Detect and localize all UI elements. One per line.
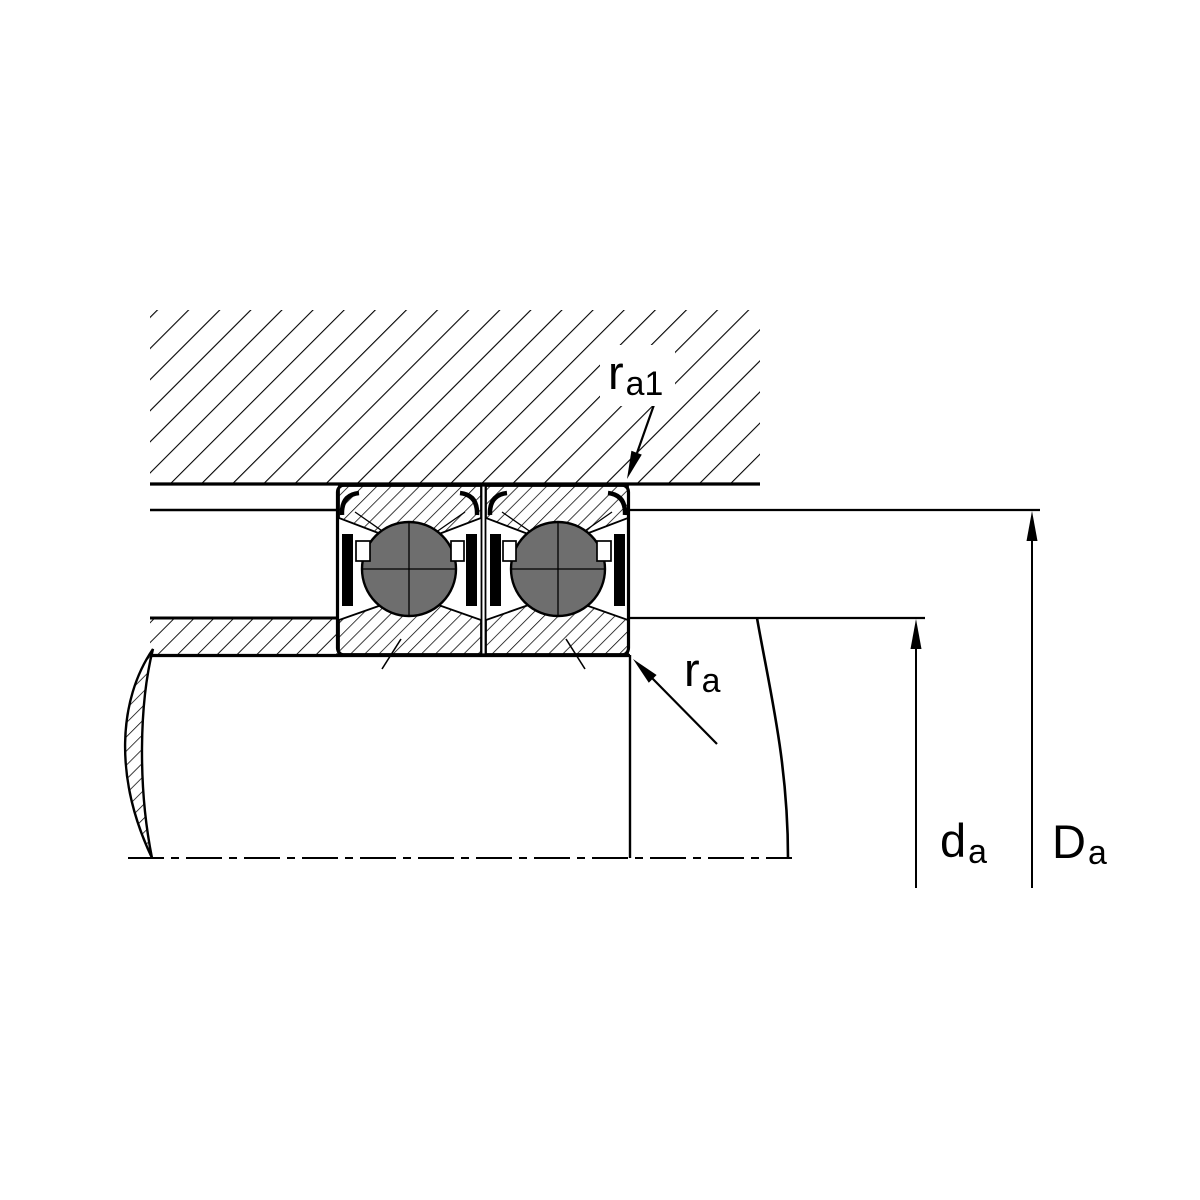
label-da-sub: a: [968, 833, 987, 872]
fillet-callouts: [627, 401, 718, 745]
label-ra1-base: r: [608, 346, 624, 399]
seal-outboard-left: [342, 534, 353, 606]
shaft-break-sliver: [123, 648, 155, 859]
Da-arrowhead: [1026, 511, 1038, 541]
cage-pocket: [355, 540, 371, 562]
bearing-right: [485, 485, 629, 670]
shaft-section: [123, 616, 792, 859]
seal-inboard-right: [490, 534, 501, 606]
dimensions: [630, 511, 1038, 888]
seal-anchor-hook: [459, 490, 480, 516]
label-Da-base: D: [1052, 815, 1086, 868]
label-da-base: d: [940, 814, 967, 867]
ra1-arrowhead: [627, 450, 642, 479]
label-ra: ra: [684, 643, 720, 698]
shaft-shoulder-hatch: [150, 618, 338, 655]
label-ra1-sub: a1: [625, 365, 664, 404]
da-arrowhead: [910, 619, 922, 649]
label-ra1: ra1: [600, 345, 676, 406]
bearing-outline: [335, 483, 631, 657]
housing-section: [150, 310, 1040, 512]
bearing-left: [338, 485, 482, 670]
seal-anchor-hook: [607, 490, 628, 516]
label-Da: Da: [1052, 815, 1107, 870]
seal-inboard-left: [466, 534, 477, 606]
ra-arrowhead: [633, 659, 657, 683]
cage-pocket: [596, 540, 612, 562]
seal-outboard-right: [614, 534, 625, 606]
cage-pocket: [450, 540, 465, 562]
ra-leader-line: [651, 677, 718, 745]
label-ra-base: r: [684, 643, 700, 696]
label-da: da: [940, 814, 987, 869]
ra1-leader-line: [635, 401, 657, 454]
shaft-right-silhouette-curve: [755, 617, 790, 859]
seal-anchor-hook: [487, 490, 508, 516]
cage-pocket: [502, 540, 517, 562]
bearing-assembly: [335, 483, 631, 670]
label-ra-sub: a: [701, 662, 721, 701]
seal-anchor-hook: [339, 490, 360, 516]
label-Da-sub: a: [1087, 834, 1107, 873]
